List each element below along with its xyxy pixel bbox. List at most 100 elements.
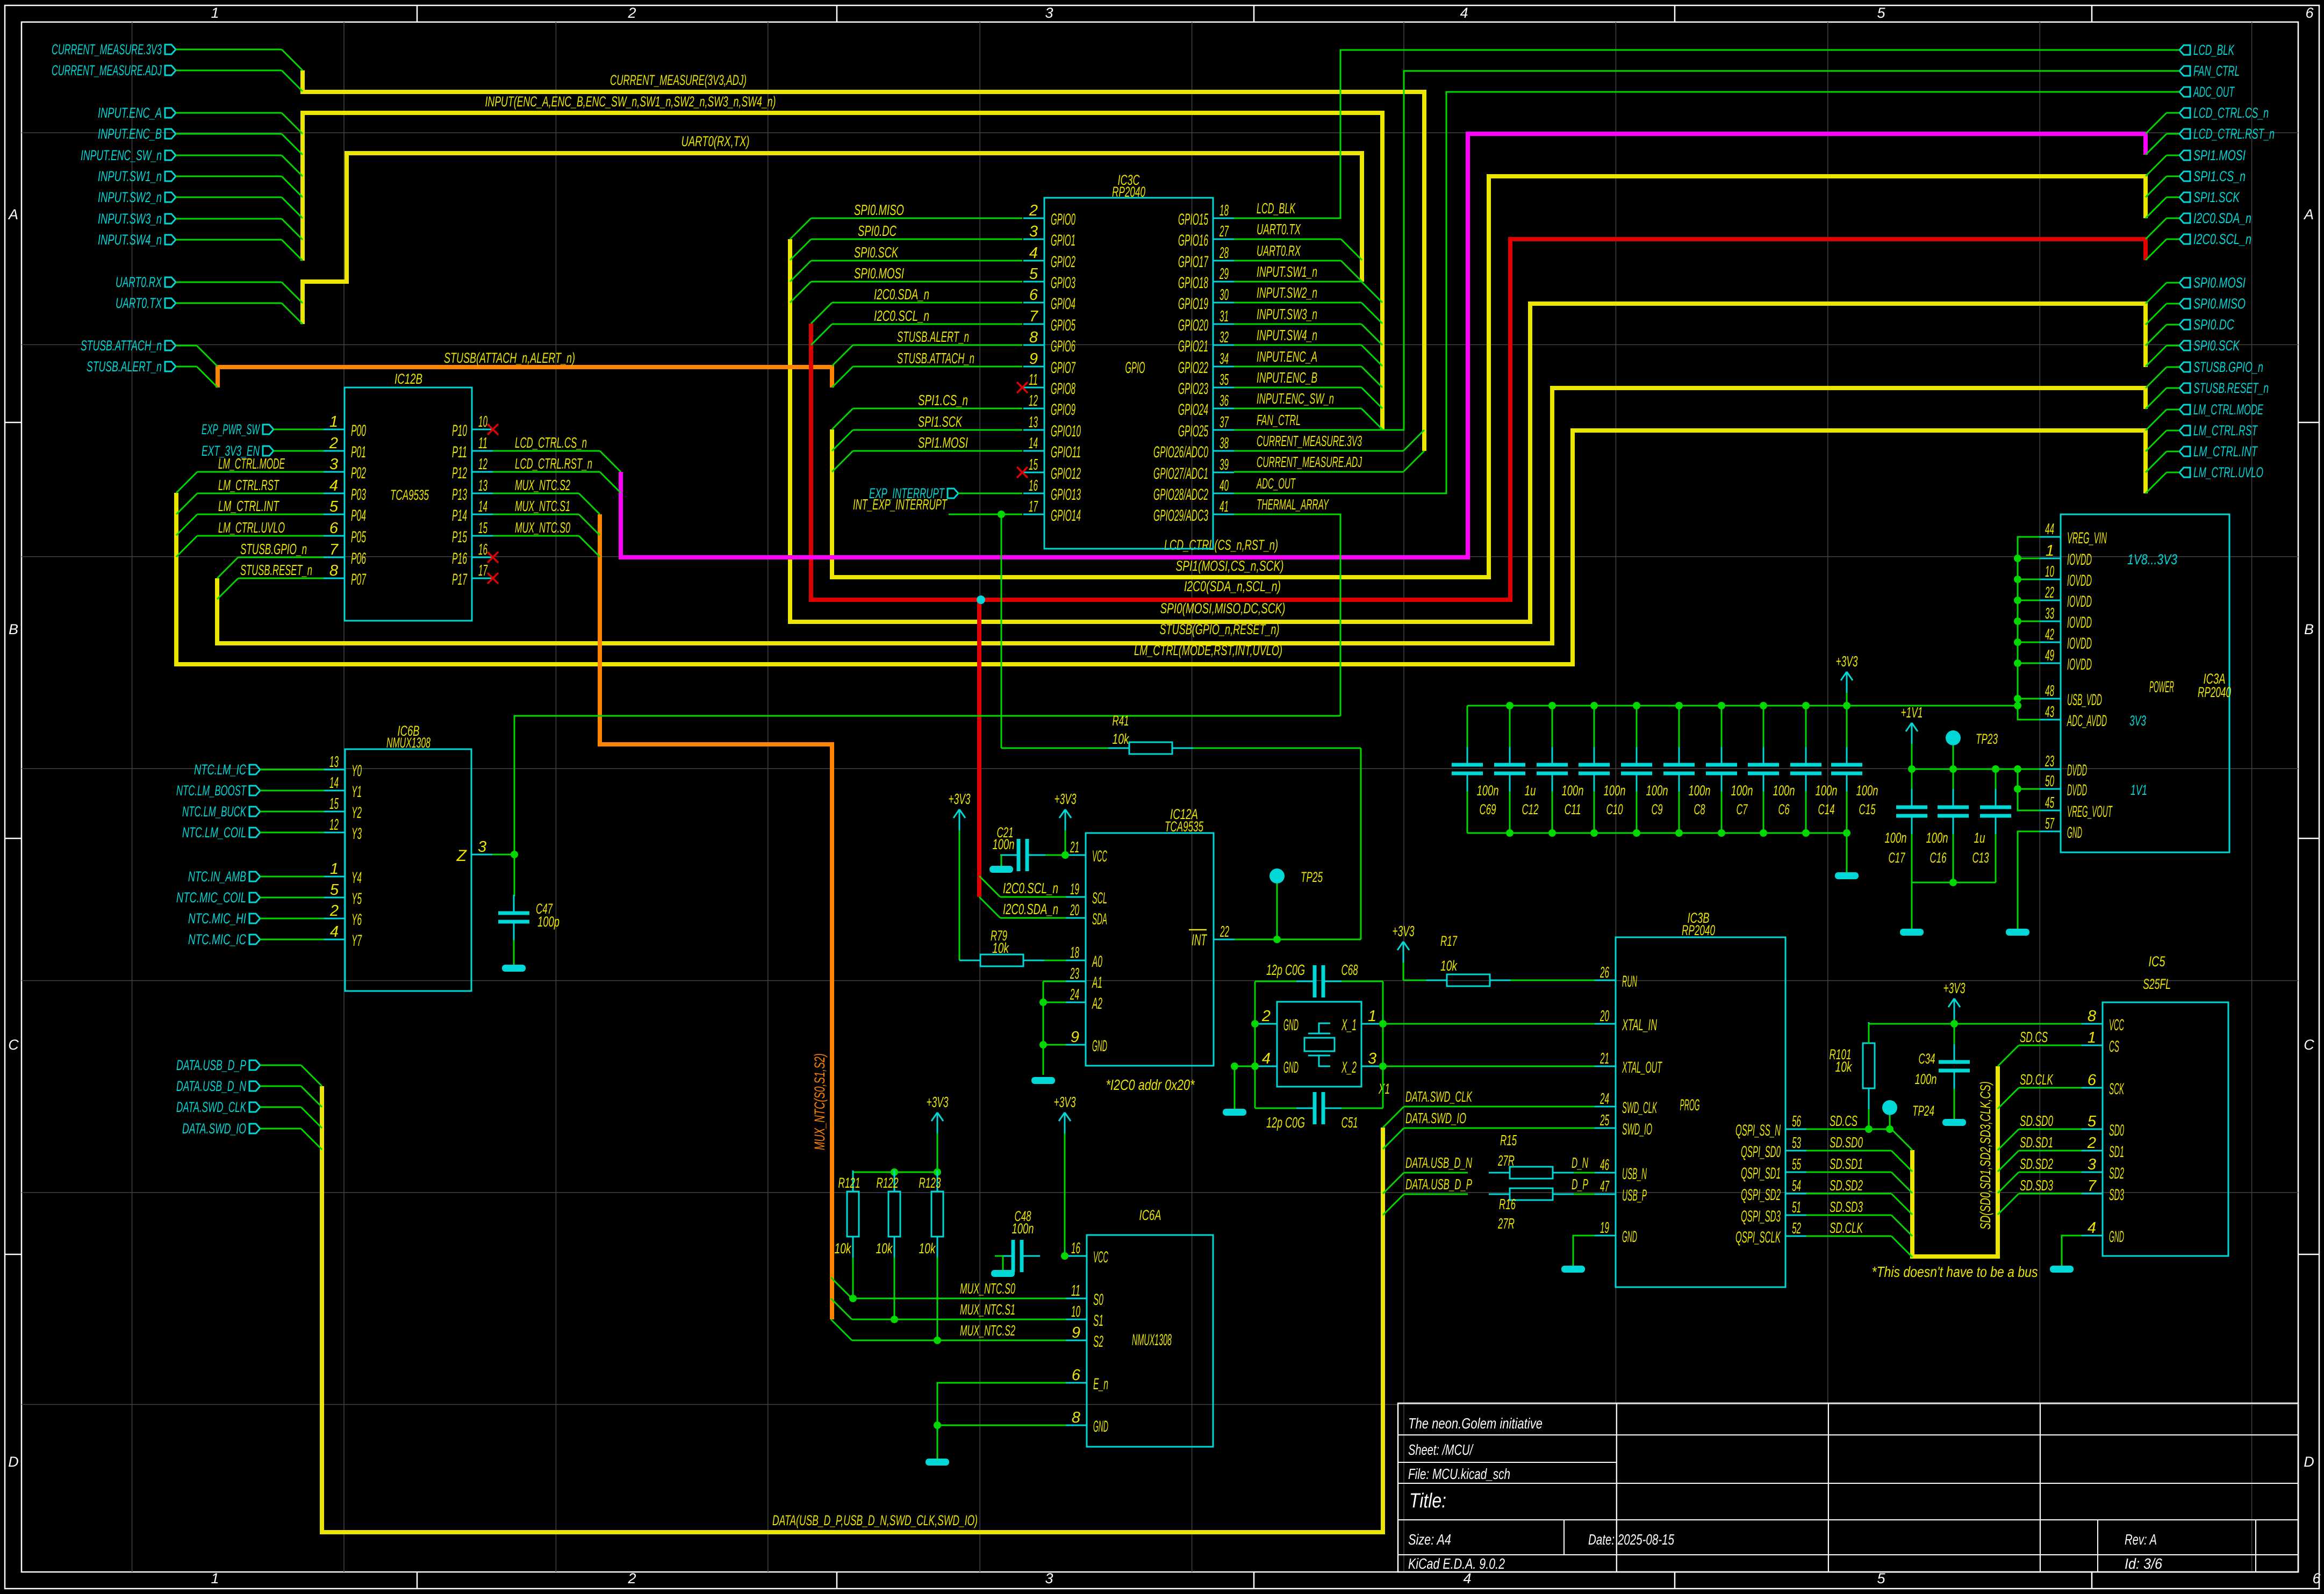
svg-text:23: 23 <box>1070 965 1079 982</box>
svg-text:48: 48 <box>2045 683 2054 700</box>
svg-text:10k: 10k <box>876 1240 893 1256</box>
svg-text:*This doesn't have to be a bus: *This doesn't have to be a bus <box>1872 1263 2038 1280</box>
svg-text:SPI0.SCK: SPI0.SCK <box>854 244 899 261</box>
svg-text:INPUT.SW3_n: INPUT.SW3_n <box>98 211 162 227</box>
svg-text:C34: C34 <box>1919 1051 1935 1067</box>
svg-text:INPUT.SW2_n: INPUT.SW2_n <box>1257 284 1317 301</box>
svg-text:GPIO13: GPIO13 <box>1051 486 1081 504</box>
svg-text:INPUT.ENC_B: INPUT.ENC_B <box>1257 369 1317 386</box>
svg-text:Y4: Y4 <box>352 869 362 887</box>
svg-text:DATA(USB_D_P,USB_D_N,SWD_CLK,S: DATA(USB_D_P,USB_D_N,SWD_CLK,SWD_IO) <box>772 1512 978 1528</box>
svg-text:P11: P11 <box>452 443 467 461</box>
svg-text:IC3B: IC3B <box>1688 910 1710 926</box>
svg-text:9: 9 <box>1029 350 1038 368</box>
svg-text:100n: 100n <box>1689 782 1711 799</box>
svg-text:20: 20 <box>1070 902 1079 919</box>
svg-text:51: 51 <box>1792 1199 1801 1216</box>
svg-text:LM_CTRL.RST: LM_CTRL.RST <box>218 477 279 493</box>
svg-text:GPIO23: GPIO23 <box>1178 380 1208 398</box>
svg-text:I2C0.SCL_n: I2C0.SCL_n <box>1003 880 1058 896</box>
svg-text:24: 24 <box>1599 1090 1609 1108</box>
svg-text:R15: R15 <box>1500 1132 1517 1148</box>
svg-text:57: 57 <box>2045 815 2055 832</box>
svg-text:KiCad E.D.A. 9.0.2: KiCad E.D.A. 9.0.2 <box>1408 1555 1505 1572</box>
svg-text:16: 16 <box>1029 477 1038 494</box>
svg-text:Sheet: /MCU/: Sheet: /MCU/ <box>1408 1441 1474 1458</box>
svg-text:SD.SD1: SD.SD1 <box>2020 1134 2053 1151</box>
svg-text:14: 14 <box>478 498 487 515</box>
svg-text:35: 35 <box>1220 371 1229 389</box>
svg-text:UART0.RX: UART0.RX <box>116 274 162 290</box>
svg-text:10: 10 <box>1071 1303 1080 1320</box>
svg-text:SPI1.CS_n: SPI1.CS_n <box>918 392 968 408</box>
svg-text:SD1: SD1 <box>2109 1143 2124 1161</box>
svg-text:R121: R121 <box>838 1175 860 1191</box>
svg-text:55: 55 <box>1792 1156 1801 1173</box>
svg-text:IC12A: IC12A <box>1170 806 1198 822</box>
svg-text:P12: P12 <box>452 464 467 482</box>
svg-text:CURRENT_MEASURE(3V3,ADJ): CURRENT_MEASURE(3V3,ADJ) <box>610 72 747 88</box>
svg-text:FAN_CTRL: FAN_CTRL <box>1257 412 1301 428</box>
svg-text:21: 21 <box>1070 839 1079 856</box>
svg-text:NTC.LM_BUCK: NTC.LM_BUCK <box>182 803 247 820</box>
svg-text:47: 47 <box>1600 1178 1610 1195</box>
svg-text:SD.SD2: SD.SD2 <box>2020 1155 2053 1172</box>
svg-text:B: B <box>9 621 18 637</box>
svg-text:SD.CS: SD.CS <box>1830 1112 1857 1129</box>
svg-text:STUSB(ATTACH_n,ALERT_n): STUSB(ATTACH_n,ALERT_n) <box>444 350 575 366</box>
svg-text:46: 46 <box>1600 1157 1609 1174</box>
svg-text:S0: S0 <box>1093 1291 1103 1309</box>
svg-text:4: 4 <box>330 923 339 940</box>
svg-text:TP23: TP23 <box>1976 731 1998 747</box>
svg-text:STUSB.RESET_n: STUSB.RESET_n <box>2193 380 2269 396</box>
svg-text:SD3: SD3 <box>2109 1186 2124 1204</box>
svg-text:D_N: D_N <box>1572 1154 1588 1171</box>
svg-text:STUSB.GPIO_n: STUSB.GPIO_n <box>240 541 307 557</box>
svg-text:NTC.LM_COIL: NTC.LM_COIL <box>182 824 246 841</box>
svg-text:P00: P00 <box>351 422 366 440</box>
svg-text:1V1: 1V1 <box>2131 782 2147 798</box>
svg-text:LM_CTRL.MODE: LM_CTRL.MODE <box>218 455 285 472</box>
svg-text:X1: X1 <box>1378 1081 1390 1097</box>
svg-text:File: MCU.kicad_sch: File: MCU.kicad_sch <box>1408 1466 1510 1482</box>
svg-text:45: 45 <box>2045 794 2054 812</box>
svg-text:GND: GND <box>1092 1037 1107 1055</box>
svg-text:+3V3: +3V3 <box>1054 1094 1076 1110</box>
svg-text:GPIO22: GPIO22 <box>1178 359 1208 377</box>
svg-text:100n: 100n <box>1773 782 1795 799</box>
svg-text:GPIO28/ADC2: GPIO28/ADC2 <box>1153 486 1208 504</box>
svg-text:*I2C0 addr 0x20*: *I2C0 addr 0x20* <box>1106 1076 1195 1093</box>
svg-text:Y0: Y0 <box>352 762 362 780</box>
svg-text:IC12B: IC12B <box>394 371 422 387</box>
svg-text:10k: 10k <box>1835 1059 1853 1075</box>
svg-text:SD.SD0: SD.SD0 <box>1830 1134 1863 1151</box>
svg-text:SD.SD3: SD.SD3 <box>1830 1198 1863 1215</box>
svg-text:VCC: VCC <box>2109 1016 2124 1034</box>
svg-text:16: 16 <box>478 541 487 558</box>
svg-text:C: C <box>2304 1037 2314 1053</box>
svg-text:GPIO21: GPIO21 <box>1178 338 1208 355</box>
svg-text:SD2: SD2 <box>2109 1165 2124 1182</box>
svg-text:SPI1.MOSI: SPI1.MOSI <box>918 434 968 451</box>
svg-text:RP2040: RP2040 <box>1112 184 1145 200</box>
svg-text:9: 9 <box>1071 1029 1079 1046</box>
svg-text:3: 3 <box>1045 5 1053 21</box>
svg-text:36: 36 <box>1220 392 1229 410</box>
svg-text:38: 38 <box>1220 435 1229 452</box>
svg-text:10k: 10k <box>835 1240 852 1256</box>
svg-text:I2C0(SDA_n,SCL_n): I2C0(SDA_n,SCL_n) <box>1184 578 1281 594</box>
svg-text:10k: 10k <box>1113 731 1130 747</box>
svg-text:5: 5 <box>2088 1113 2097 1130</box>
svg-text:DATA.SWD_IO: DATA.SWD_IO <box>1405 1110 1466 1126</box>
svg-text:100n: 100n <box>1604 782 1626 799</box>
svg-text:SPI0.MOSI: SPI0.MOSI <box>2193 275 2246 291</box>
svg-text:C16: C16 <box>1930 850 1947 866</box>
svg-text:The neon.Golem initiative: The neon.Golem initiative <box>1408 1415 1543 1432</box>
svg-text:19: 19 <box>1600 1219 1609 1237</box>
svg-text:GPIO3: GPIO3 <box>1051 274 1075 292</box>
svg-text:DATA.SWD_IO: DATA.SWD_IO <box>182 1121 246 1137</box>
svg-text:DATA.USB_D_N: DATA.USB_D_N <box>1405 1154 1472 1171</box>
svg-text:SD.CLK: SD.CLK <box>1830 1219 1863 1236</box>
svg-text:P02: P02 <box>351 464 366 482</box>
svg-text:11: 11 <box>478 435 487 452</box>
